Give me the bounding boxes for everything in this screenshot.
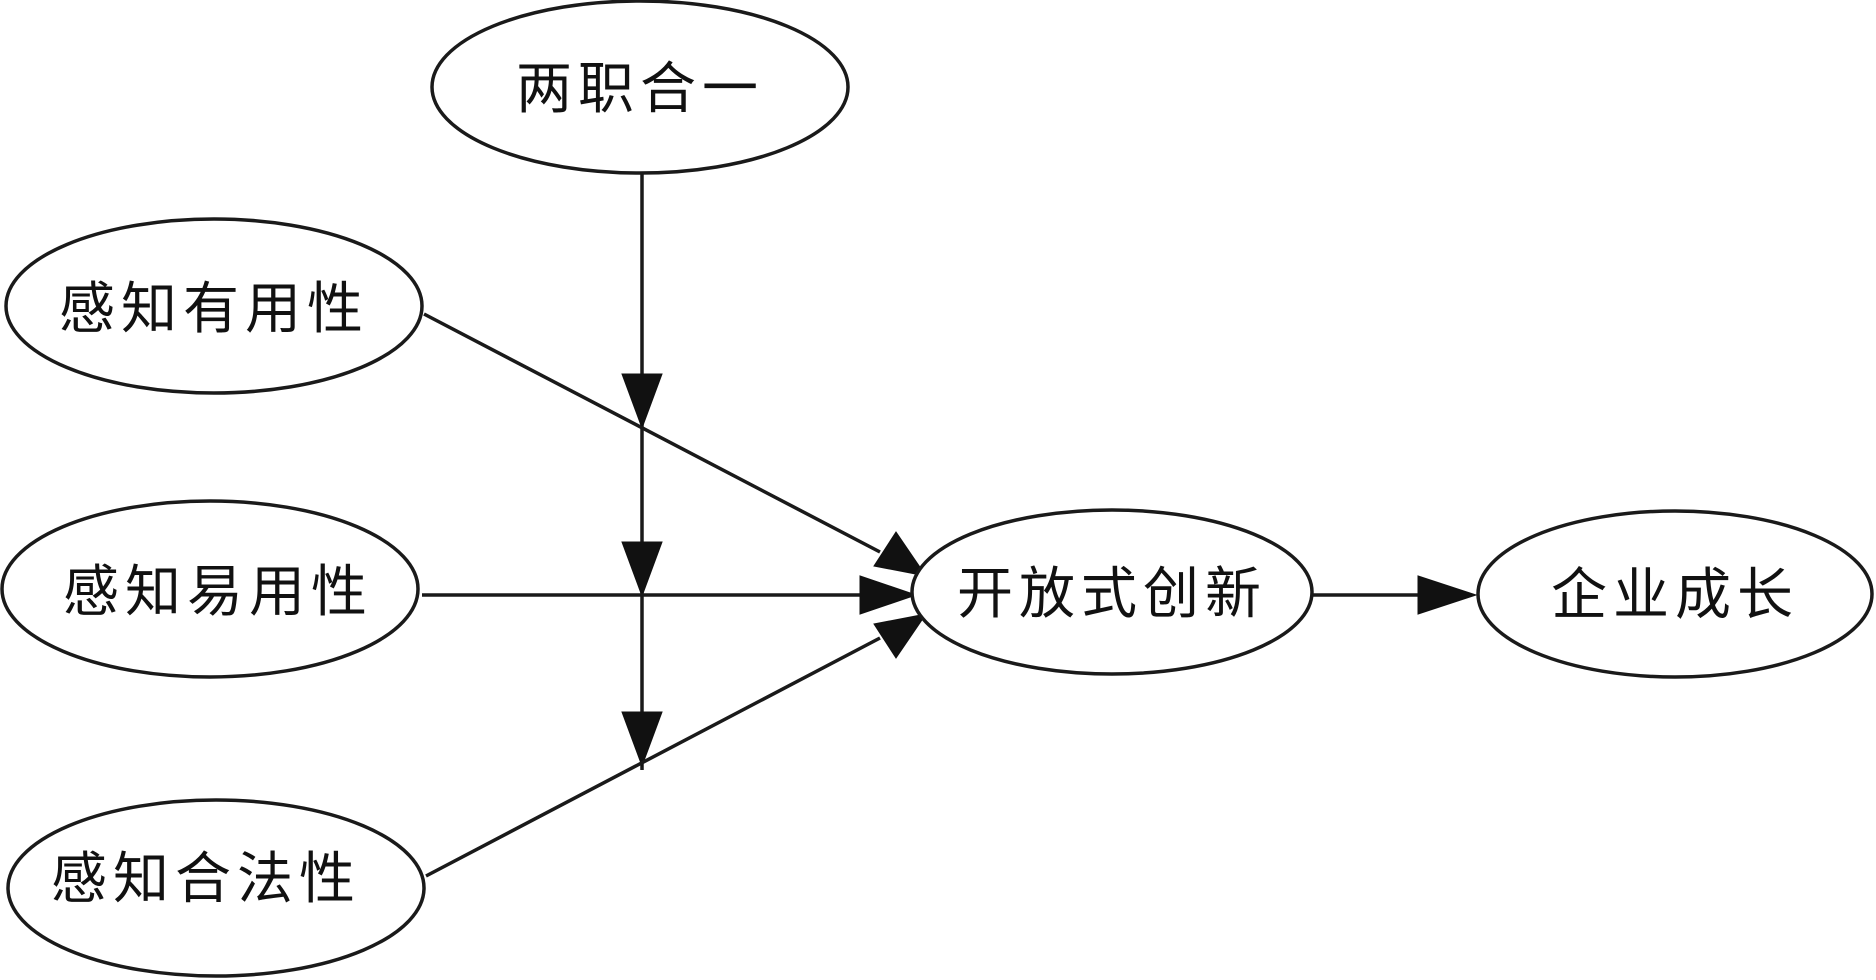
node-firm-growth: 企业成长 (1476, 509, 1874, 679)
moderation-arrow-ease-of-use (621, 541, 663, 598)
node-firm-growth-label: 企业成长 (1551, 563, 1799, 628)
arrow-ease-of-use-to-open-innovation (859, 575, 918, 615)
edge-legitimacy-to-open-innovation (425, 636, 881, 878)
node-perceived-ease-of-use: 感知易用性 (0, 499, 420, 679)
node-open-innovation: 开放式创新 (910, 508, 1314, 676)
node-open-innovation-label: 开放式创新 (957, 562, 1267, 627)
node-perceived-usefulness: 感知有用性 (4, 217, 424, 395)
node-perceived-legitimacy-label: 感知合法性 (51, 847, 361, 912)
moderation-arrow-usefulness (621, 373, 663, 430)
node-dual-role: 两职合一 (430, 0, 850, 175)
moderation-arrow-legitimacy (621, 711, 663, 768)
arrow-usefulness-to-open-innovation (873, 531, 928, 577)
node-perceived-ease-of-use-label: 感知易用性 (63, 560, 373, 625)
arrow-legitimacy-to-open-innovation (873, 613, 928, 659)
node-perceived-legitimacy: 感知合法性 (6, 798, 426, 978)
node-perceived-usefulness-label: 感知有用性 (59, 277, 369, 342)
edge-usefulness-to-open-innovation (423, 312, 881, 554)
node-dual-role-label: 两职合一 (516, 57, 764, 122)
arrow-open-innovation-to-firm-growth (1417, 575, 1478, 615)
